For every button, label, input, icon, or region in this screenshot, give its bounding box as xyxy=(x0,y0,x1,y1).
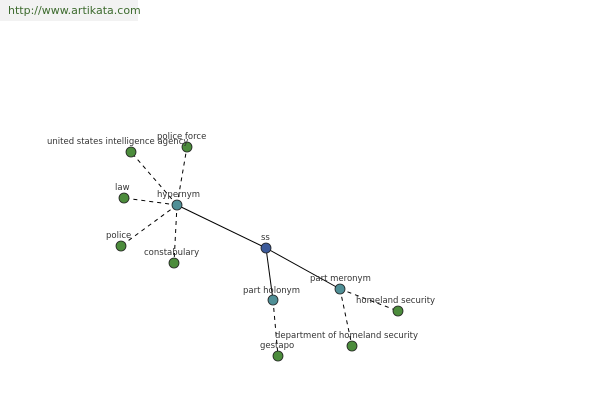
node-hypernym[interactable] xyxy=(171,199,183,211)
edge-meronym-homeland-security xyxy=(339,288,399,312)
edge-holonym-gestapo xyxy=(272,299,279,357)
edge-ss-part-holonym xyxy=(265,247,274,301)
node-part-meronym[interactable] xyxy=(334,283,346,295)
edge-hypernym-constabulary xyxy=(173,204,178,264)
node-gestapo[interactable] xyxy=(272,350,284,362)
edge-meronym-dhs xyxy=(339,288,353,347)
label-police: police xyxy=(106,231,131,241)
label-part-holonym: part holonym xyxy=(243,286,300,296)
node-part-holonym[interactable] xyxy=(267,294,279,306)
label-police-force: police force xyxy=(157,132,206,142)
edge-hypernym-usia xyxy=(130,151,178,206)
edge-hypernym-police xyxy=(120,204,178,247)
label-law: law xyxy=(115,183,130,193)
edge-ss-part-meronym xyxy=(265,247,341,290)
label-department-of-homeland-security: department of homeland security xyxy=(275,331,418,341)
node-police-force[interactable] xyxy=(181,141,193,153)
node-constabulary[interactable] xyxy=(168,257,180,269)
node-police[interactable] xyxy=(115,240,127,252)
node-united-states-intelligence-agency[interactable] xyxy=(125,146,137,158)
edge-ss-hypernym xyxy=(176,204,267,249)
node-law[interactable] xyxy=(118,192,130,204)
site-url[interactable]: http://www.artikata.com xyxy=(8,4,141,17)
node-homeland-security[interactable] xyxy=(392,305,404,317)
node-ss[interactable] xyxy=(260,242,272,254)
label-hypernym: hypernym xyxy=(157,190,200,200)
label-ss: ss xyxy=(261,233,270,243)
label-homeland-security: homeland security xyxy=(356,296,435,306)
label-gestapo: gestapo xyxy=(260,341,294,351)
node-department-of-homeland-security[interactable] xyxy=(346,340,358,352)
label-part-meronym: part meronym xyxy=(310,274,371,284)
label-constabulary: constabulary xyxy=(144,248,199,258)
url-bar: http://www.artikata.com xyxy=(0,0,141,21)
edge-hypernym-police-force xyxy=(176,146,188,206)
label-united-states-intelligence-agency: united states intelligence agency xyxy=(47,137,188,147)
edge-hypernym-law xyxy=(123,197,178,206)
